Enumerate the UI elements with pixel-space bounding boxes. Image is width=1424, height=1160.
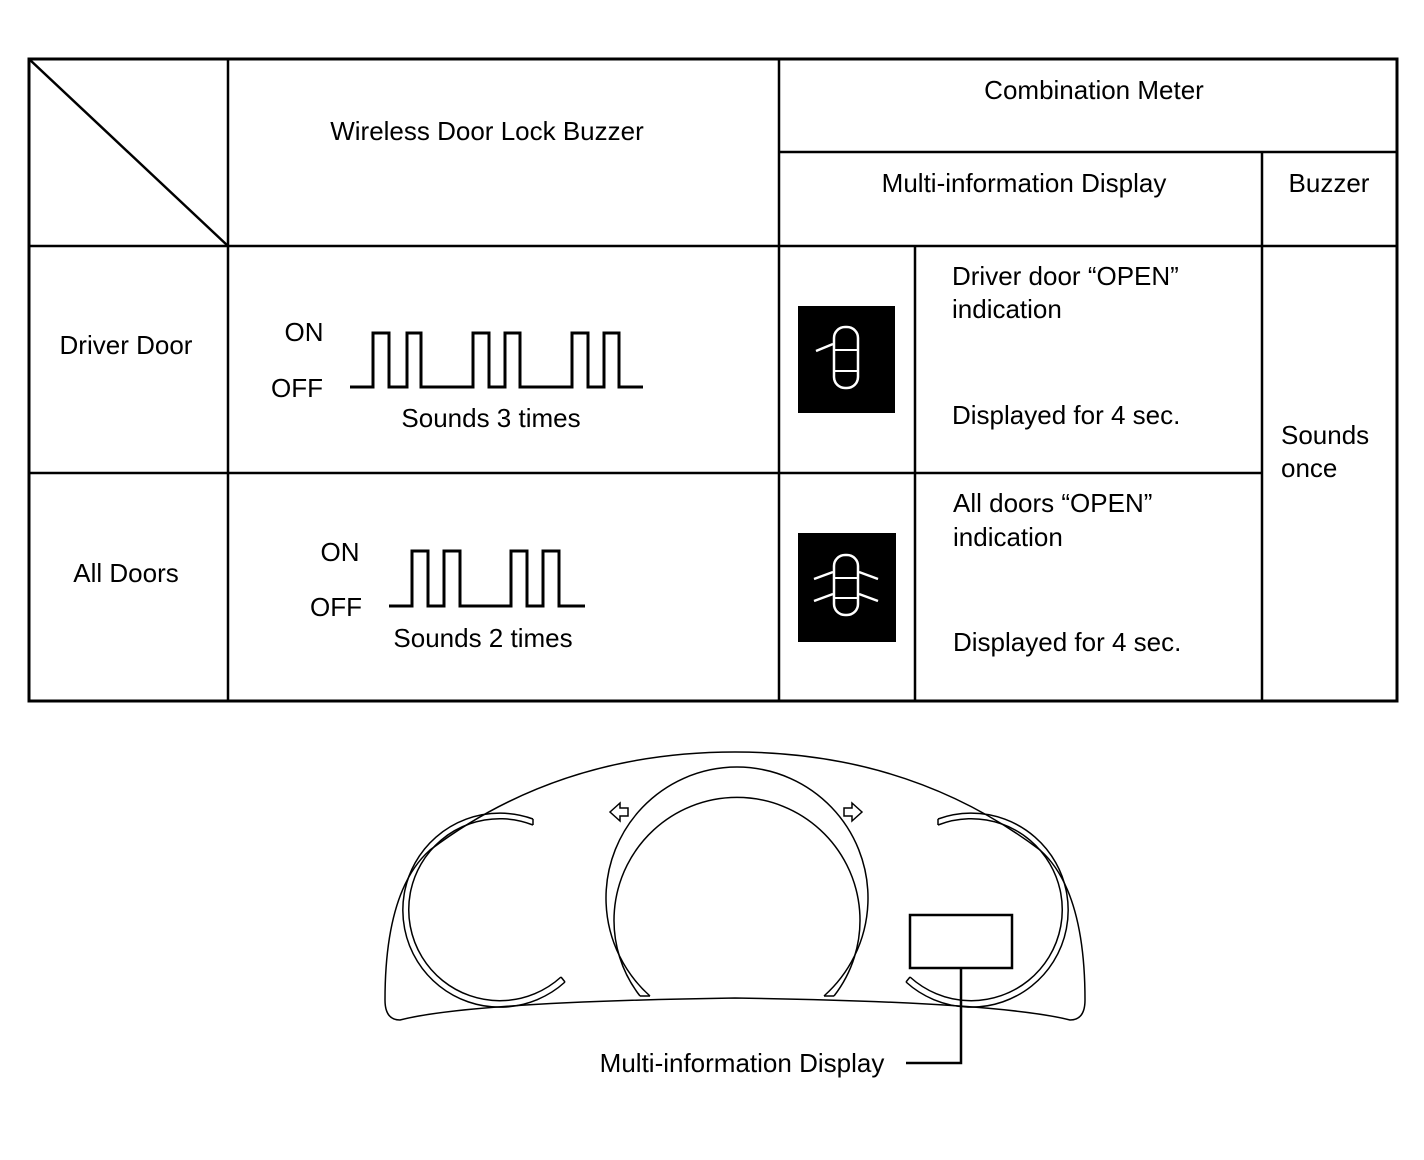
header-multi-info-display: Multi-information Display [882, 168, 1167, 198]
sound-count-text: Sounds 2 times [393, 623, 572, 653]
pulse-waveform-3 [350, 331, 643, 389]
turn-signal-left-icon [608, 801, 629, 823]
row-label: Driver Door [60, 330, 193, 360]
table-border [27, 57, 1399, 703]
callout-leader-line [906, 968, 963, 1065]
indication-line1: Driver door “OPEN” [952, 261, 1179, 291]
corner-diagonal [28, 58, 229, 247]
display-duration: Displayed for 4 sec. [953, 627, 1181, 657]
indication-line2: indication [953, 522, 1063, 552]
turn-signal-right-icon [843, 801, 864, 823]
table-row-all-doors: All Doors ON OFF Sounds 2 times All door… [73, 488, 1181, 657]
table-row-driver-door: Driver Door ON OFF Sounds 3 times Driver… [60, 261, 1181, 433]
right-gauge-ring [905, 812, 1069, 1008]
multi-information-display-box [908, 913, 1014, 970]
pulse-waveform-2 [389, 549, 585, 608]
callout-label: Multi-information Display [600, 1048, 885, 1078]
off-label: OFF [310, 592, 362, 622]
header-buzzer: Buzzer [1289, 168, 1370, 198]
cluster-outline [384, 751, 1086, 1021]
header-wireless-buzzer: Wireless Door Lock Buzzer [330, 116, 644, 146]
on-label: ON [321, 537, 360, 567]
meter-buzzer-line1: Sounds [1281, 420, 1369, 450]
row-label: All Doors [73, 558, 178, 588]
meter-buzzer-line2: once [1281, 453, 1337, 483]
left-gauge-ring [402, 812, 566, 1008]
driver-door-open-icon [798, 306, 895, 413]
center-gauge-ring [605, 766, 869, 997]
on-label: ON [285, 317, 324, 347]
indication-line1: All doors “OPEN” [953, 488, 1152, 518]
indication-line2: indication [952, 294, 1062, 324]
off-label: OFF [271, 373, 323, 403]
warning-table [27, 57, 1399, 703]
all-doors-open-icon [798, 533, 896, 642]
combination-meter-illustration [384, 751, 1086, 1065]
header-combination-meter: Combination Meter [984, 75, 1204, 105]
sound-count-text: Sounds 3 times [401, 403, 580, 433]
display-duration: Displayed for 4 sec. [952, 400, 1180, 430]
